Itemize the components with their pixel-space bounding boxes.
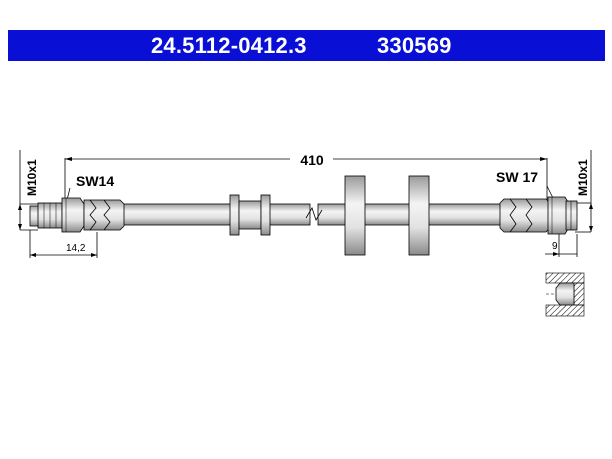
left-thread-label: M10x1 — [25, 159, 39, 196]
mounting-bracket — [344, 175, 430, 256]
left-thread-dimension: M10x1 — [18, 150, 39, 231]
right-wrench-size-label: SW 17 — [496, 169, 538, 185]
article-code: 330569 — [377, 33, 452, 58]
right-thread-label: M10x1 — [576, 159, 590, 196]
hose-clamp — [229, 194, 271, 236]
left-fitting — [29, 197, 125, 233]
right-thread-dimension: M10x1 — [575, 150, 593, 233]
hose-tube — [119, 203, 505, 226]
port-detail-view — [545, 272, 585, 317]
length-label: 410 — [300, 152, 324, 168]
part-number: 24.5112-0412.3 — [151, 33, 307, 58]
left-wrench-size-label: SW14 — [76, 173, 114, 189]
header-bar: 24.5112-0412.3 330569 — [8, 30, 605, 61]
right-fitting — [499, 196, 578, 235]
left-length-label: 14,2 — [66, 243, 86, 254]
left-length-dimension: 14,2 — [29, 230, 98, 258]
right-length-label: 9 — [552, 241, 558, 252]
right-length-dimension: 9 — [545, 234, 578, 257]
length-dimension: 410 — [64, 152, 548, 205]
